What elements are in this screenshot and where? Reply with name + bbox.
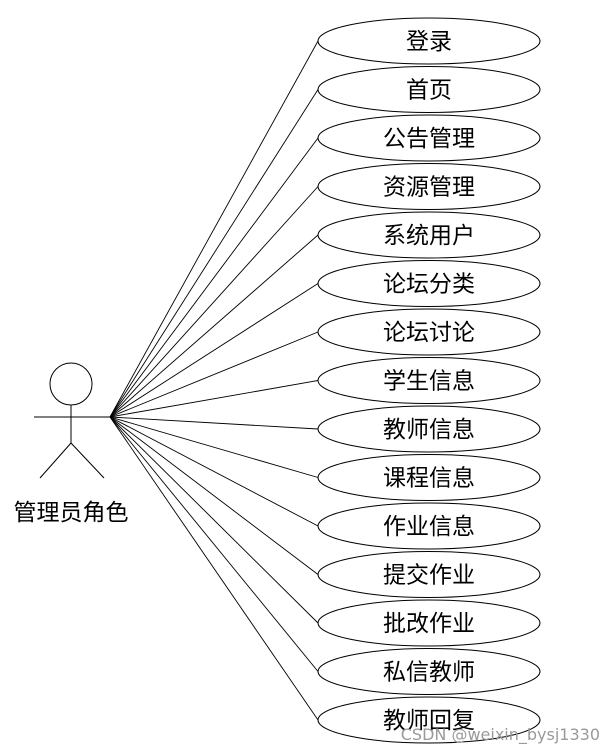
use-case-ellipse [317, 114, 541, 162]
association-line [109, 40, 319, 418]
use-case-label: 学生信息 [383, 369, 475, 395]
use-case-ellipse [317, 308, 541, 356]
use-case: 教师信息 [317, 405, 541, 453]
association-line [109, 416, 319, 527]
use-case: 公告管理 [317, 114, 541, 162]
use-case: 课程信息 [317, 454, 541, 501]
use-case-label: 课程信息 [383, 466, 475, 492]
association-line [109, 416, 319, 430]
association-line [109, 331, 319, 418]
use-case: 教师回复 [317, 696, 541, 744]
use-case-ellipse [317, 66, 541, 113]
actor-left-leg [39, 442, 72, 479]
use-cases: 登录首页公告管理资源管理系统用户论坛分类论坛讨论学生信息教师信息课程信息作业信息… [317, 17, 541, 744]
use-case: 首页 [317, 66, 541, 113]
association-line [109, 234, 319, 418]
use-case-ellipse [317, 599, 541, 647]
association-line [109, 416, 319, 721]
use-case-label: 论坛分类 [383, 272, 475, 298]
association-line [109, 416, 319, 575]
use-case-ellipse [317, 260, 541, 307]
use-case: 私信教师 [317, 648, 541, 695]
use-case-ellipse [317, 696, 541, 744]
association-line [109, 89, 319, 418]
use-case: 资源管理 [317, 163, 541, 210]
use-case: 登录 [317, 17, 541, 65]
use-case: 系统用户 [317, 211, 541, 259]
use-case-ellipse [317, 17, 541, 65]
use-case: 作业信息 [317, 502, 541, 550]
use-case-label: 资源管理 [383, 175, 475, 201]
association-line [109, 416, 319, 672]
use-case-ellipse [317, 551, 541, 598]
use-case-ellipse [317, 405, 541, 453]
use-case-label: 批改作业 [383, 611, 475, 637]
use-case-label: 私信教师 [383, 660, 475, 686]
actor-figure: 管理员角色 [14, 362, 129, 526]
use-case-label: 教师回复 [383, 708, 475, 734]
use-case: 批改作业 [317, 599, 541, 647]
use-case-label: 论坛讨论 [383, 320, 475, 346]
use-case: 论坛分类 [317, 260, 541, 307]
association-lines [109, 40, 319, 721]
use-case-label: 公告管理 [383, 126, 475, 152]
association-line [109, 283, 319, 418]
use-case-ellipse [317, 357, 541, 404]
use-case-ellipse [317, 502, 541, 550]
association-line [109, 380, 319, 418]
actor-head [49, 362, 93, 406]
actor-label: 管理员角色 [14, 500, 129, 526]
association-line [109, 186, 319, 418]
use-case: 论坛讨论 [317, 308, 541, 356]
association-line [109, 416, 319, 478]
use-case-ellipse [317, 454, 541, 501]
use-case: 学生信息 [317, 357, 541, 404]
watermark: CSDN @weixin_bysj1330 [401, 725, 600, 745]
use-case-ellipse [317, 163, 541, 210]
use-case-label: 提交作业 [383, 563, 475, 589]
use-case-label: 系统用户 [383, 223, 475, 249]
use-case-label: 教师信息 [383, 417, 475, 443]
use-case-ellipse [317, 648, 541, 695]
use-case-ellipse [317, 211, 541, 259]
use-case-label: 登录 [406, 29, 452, 55]
association-line [109, 416, 319, 624]
use-case: 提交作业 [317, 551, 541, 598]
use-case-label: 作业信息 [383, 514, 475, 540]
association-line [109, 137, 319, 418]
use-case-label: 首页 [406, 78, 452, 104]
actor-right-leg [70, 442, 105, 479]
